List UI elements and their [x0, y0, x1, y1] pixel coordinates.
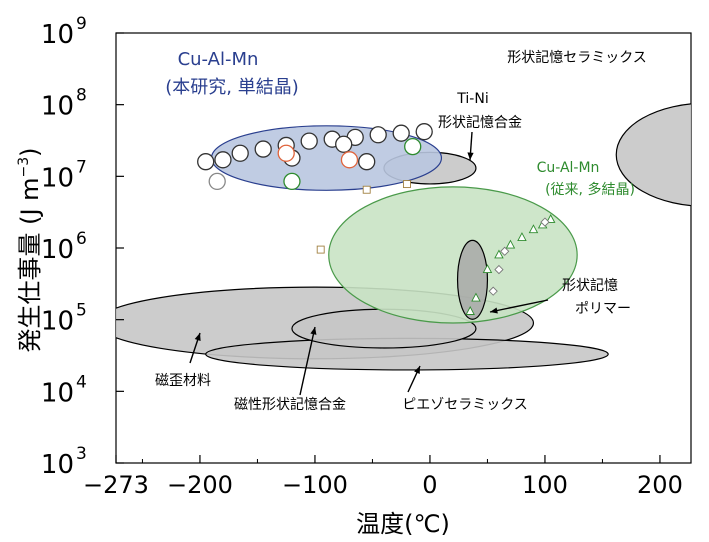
point-s3-5: [528, 224, 539, 234]
x-axis-label: 温度(℃): [356, 510, 450, 538]
y-tick-exp-3: 6: [76, 229, 87, 249]
region-6: [456, 239, 489, 320]
y-tick-base-4: 10: [41, 163, 74, 193]
y-tick-label-5: 10: [41, 92, 74, 122]
label-piezo: ピエゾセラミックス: [402, 397, 528, 413]
x-tick-label-4: 100: [522, 471, 568, 499]
point-s3-2: [494, 249, 504, 259]
point-s0-3: [254, 140, 272, 158]
y-tick-label-2: 10: [41, 307, 74, 337]
point-s1-4: [404, 137, 422, 156]
point-s0-13: [358, 153, 376, 171]
y-tick-base-1: 10: [41, 378, 74, 408]
point-s3-0: [471, 292, 481, 302]
x-tick-label-3: 0: [422, 471, 437, 499]
y-tick-exp-0: 3: [76, 444, 87, 464]
pointer-arrowhead-3: [414, 366, 420, 374]
y-tick-base-3: 10: [41, 235, 74, 265]
pointer-arrowhead-4: [490, 307, 498, 314]
label-polymer-sub: ポリマー: [575, 301, 631, 317]
y-tick-label-1: 10: [41, 378, 74, 408]
point-s3-3: [505, 239, 516, 249]
point-s3-8: [465, 306, 475, 315]
point-s0-10: [415, 123, 433, 141]
point-s0-2: [231, 144, 249, 162]
point-s3-7: [545, 214, 556, 223]
points-layer: [197, 123, 556, 315]
point-s0-9: [392, 124, 410, 142]
point-s1-0: [208, 172, 226, 191]
point-s0-12: [335, 135, 353, 153]
y-tick-exp-6: 9: [76, 14, 87, 34]
x-tick-label-2: −100: [282, 471, 348, 499]
label-cualmn-single-sub: (本研究, 単結晶): [165, 77, 299, 98]
point-s2-2: [403, 180, 411, 189]
pointer-arrow-2: [299, 326, 316, 396]
region-0: [615, 103, 691, 207]
label-shape-memory-ceramics: 形状記憶セラミックス: [507, 49, 647, 66]
pointer-arrowhead-0: [467, 152, 474, 160]
y-tick-exp-4: 7: [76, 157, 87, 177]
region-5: [328, 186, 578, 324]
y-tick-base-5: 10: [41, 92, 74, 122]
y-tick-exp-1: 4: [76, 372, 87, 392]
x-tick-label-0: −273: [83, 471, 149, 499]
point-s3-4: [517, 232, 527, 241]
y-tick-label-0: 10: [41, 450, 74, 480]
y-tick-exp-5: 8: [76, 86, 87, 106]
y-tick-base-6: 10: [41, 20, 74, 50]
y-axis-label-main: 発生仕事量 (J m: [16, 177, 44, 352]
label-magnetostrictive: 磁歪材料: [155, 373, 211, 389]
y-tick-exp-2: 5: [76, 301, 87, 321]
label-tini: Ti-Ni: [456, 91, 488, 107]
point-s1-3: [283, 172, 301, 191]
regions-layer: [116, 103, 691, 371]
y-axis-label-close: ): [16, 147, 44, 156]
y-tick-base-2: 10: [41, 307, 74, 337]
pointer-arrowhead-2: [310, 327, 317, 335]
label-cualmn-poly-sub: (従来, 多結晶): [545, 181, 635, 198]
label-cualmn-single: Cu-Al-Mn: [178, 49, 259, 70]
y-axis-label: 発生仕事量 (J m−3): [16, 147, 44, 352]
point-s0-1: [214, 151, 232, 169]
point-s0-8: [369, 126, 387, 144]
point-s1-2: [340, 151, 359, 169]
pointer-arrow-4: [489, 299, 549, 313]
pointer-arrowhead-1: [194, 333, 201, 341]
point-s4-2: [500, 246, 510, 256]
x-tick-label-1: −200: [167, 471, 233, 499]
point-s4-3: [540, 217, 550, 227]
point-s3-1: [482, 264, 493, 274]
point-s4-1: [494, 264, 504, 275]
point-s1-1: [277, 144, 295, 162]
y-tick-label-4: 10: [41, 163, 74, 193]
label-cualmn-poly: Cu-Al-Mn: [537, 160, 600, 176]
y-tick-base-0: 10: [41, 450, 74, 480]
point-s0-5: [300, 132, 318, 150]
point-s0-0: [197, 153, 215, 171]
point-s4-0: [488, 286, 498, 296]
y-tick-label-6: 10: [41, 20, 74, 50]
arrows-layer: [189, 131, 549, 396]
label-polymer: 形状記憶: [562, 277, 618, 294]
y-tick-label-3: 10: [41, 235, 74, 265]
y-axis-label-sup: −3: [16, 157, 32, 178]
label-magnetic-sma: 磁性形状記憶合金: [234, 396, 346, 413]
point-s2-0: [316, 245, 325, 254]
x-tick-label-5: 200: [637, 471, 683, 499]
label-tini-alloy: 形状記憶合金: [438, 114, 522, 131]
point-s2-1: [362, 185, 371, 194]
